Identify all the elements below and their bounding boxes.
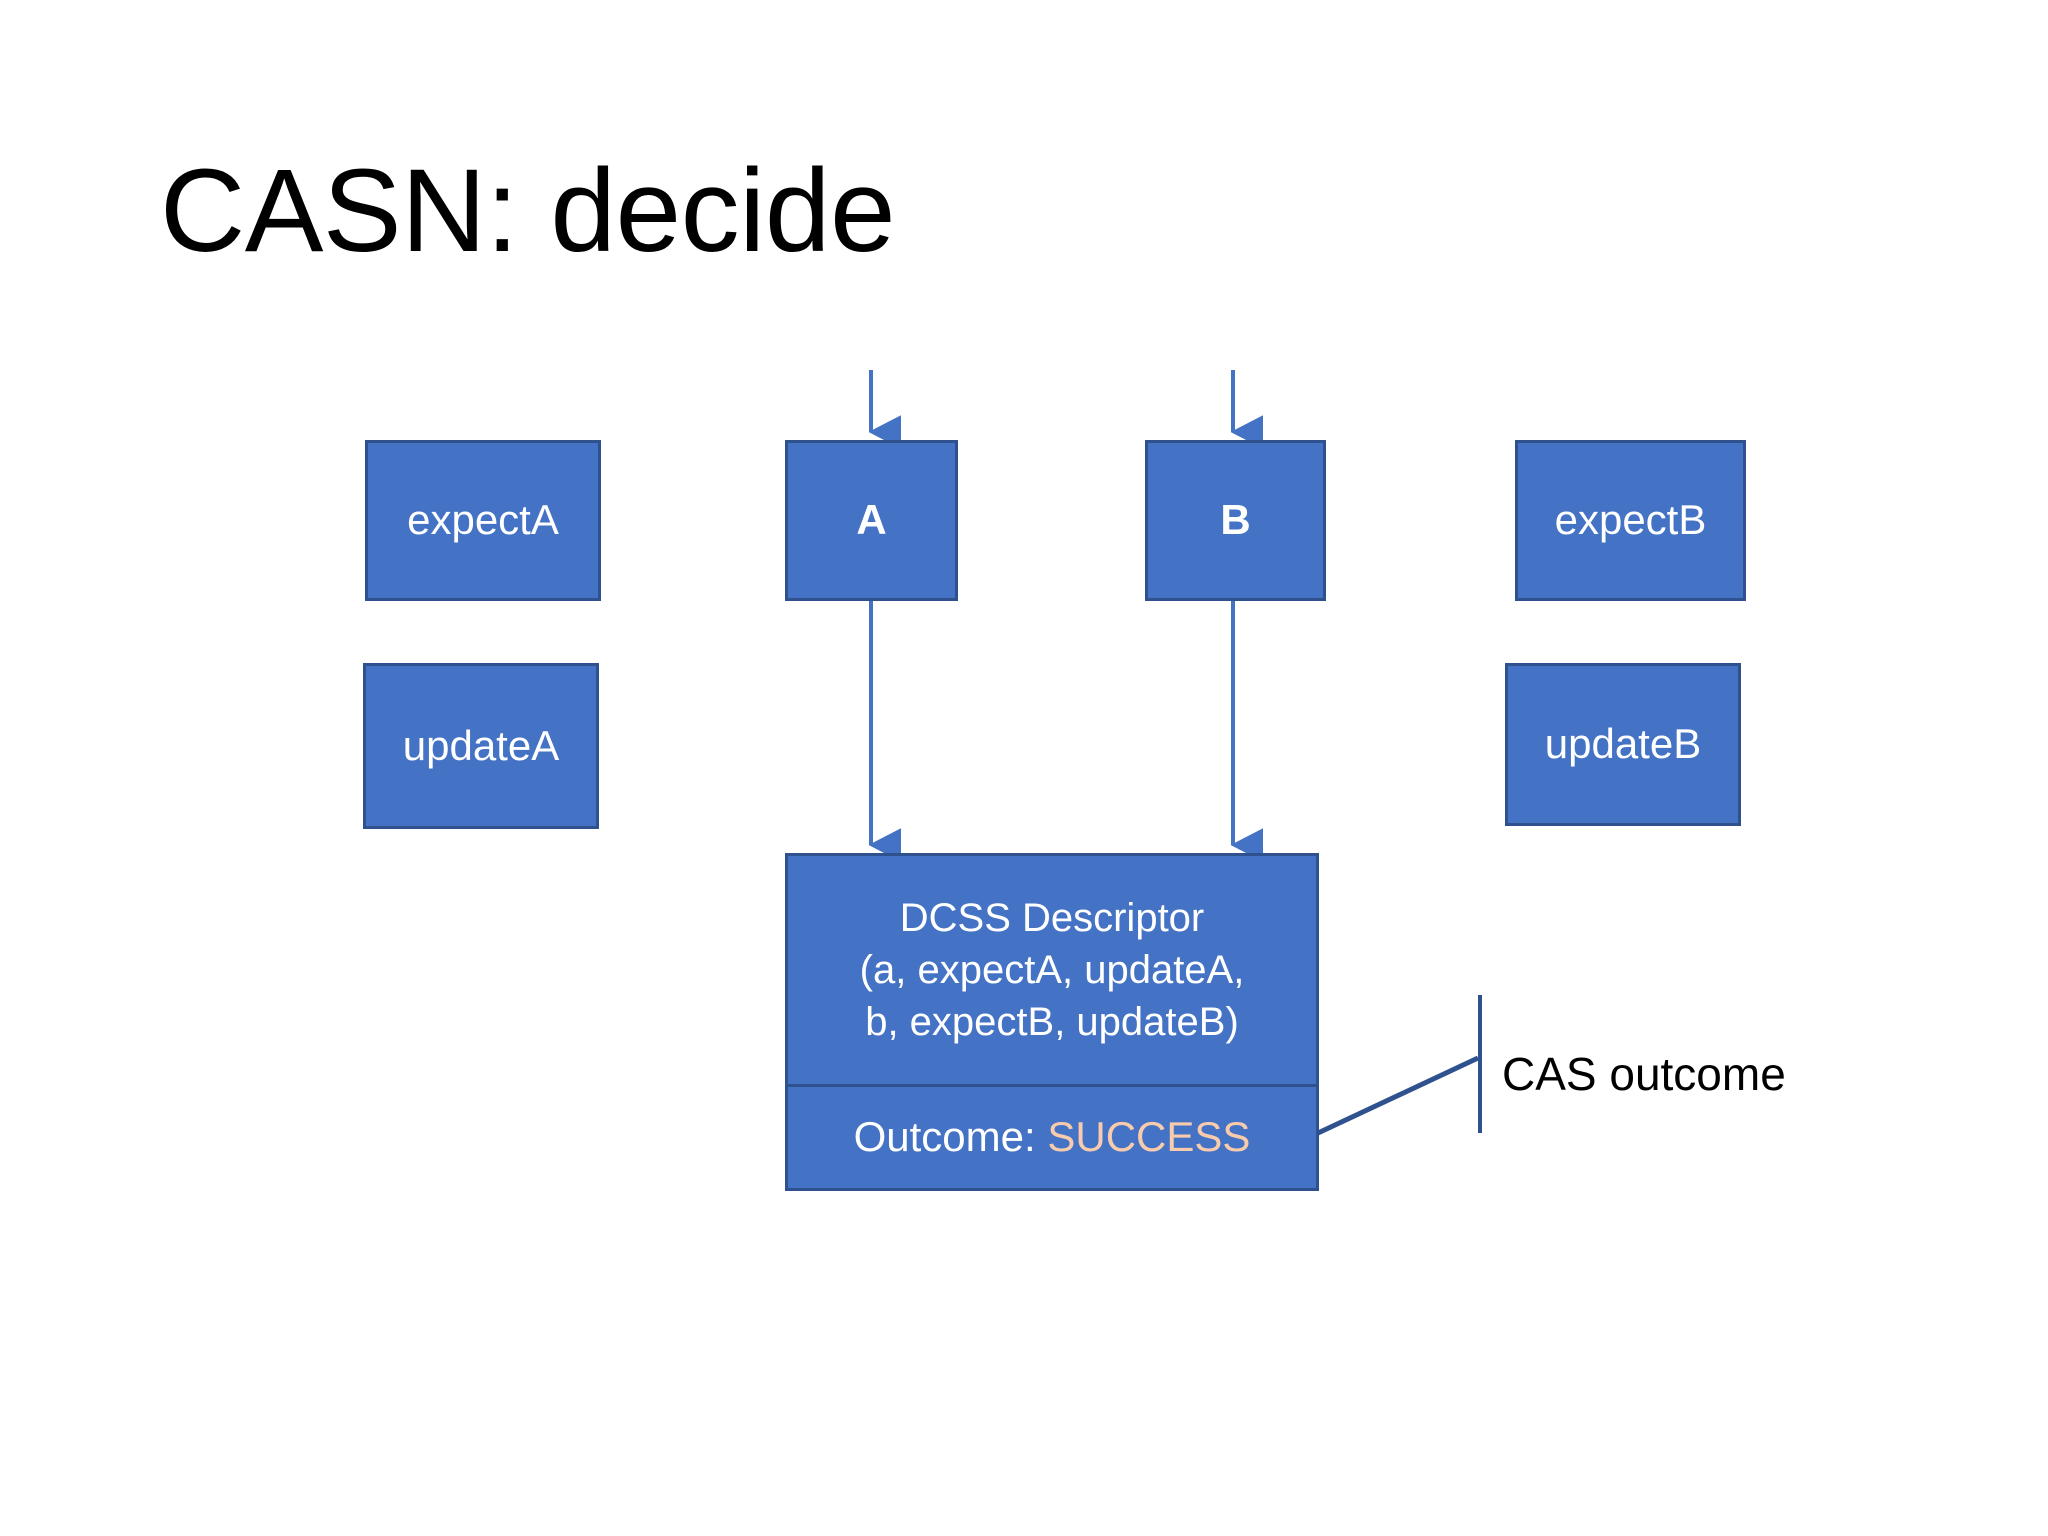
box-update-b: updateB — [1505, 663, 1741, 826]
outcome-label: Outcome: — [853, 1113, 1036, 1161]
box-a: A — [785, 440, 958, 601]
callout-leader-line — [1316, 1055, 1480, 1136]
dcss-descriptor-line2: (a, expectA, updateA, — [859, 948, 1245, 992]
dcss-descriptor-outcome-row: Outcome: SUCCESS — [788, 1087, 1316, 1188]
outcome-value: SUCCESS — [1047, 1113, 1251, 1161]
cas-outcome-callout-label: CAS outcome — [1502, 1048, 1786, 1100]
box-expect-a: expectA — [365, 440, 601, 601]
box-b: B — [1145, 440, 1326, 601]
dcss-descriptor-title: DCSS Descriptor — [899, 896, 1205, 940]
box-expect-b: expectB — [1515, 440, 1746, 601]
dcss-descriptor-box: DCSS Descriptor (a, expectA, updateA, b,… — [785, 853, 1319, 1191]
dcss-descriptor-body: DCSS Descriptor (a, expectA, updateA, b,… — [788, 856, 1316, 1084]
dcss-descriptor-line3: b, expectB, updateB) — [865, 1000, 1239, 1044]
page-title: CASN: decide — [160, 145, 896, 277]
dcss-descriptor-divider — [788, 1084, 1316, 1087]
box-update-a: updateA — [363, 663, 599, 829]
